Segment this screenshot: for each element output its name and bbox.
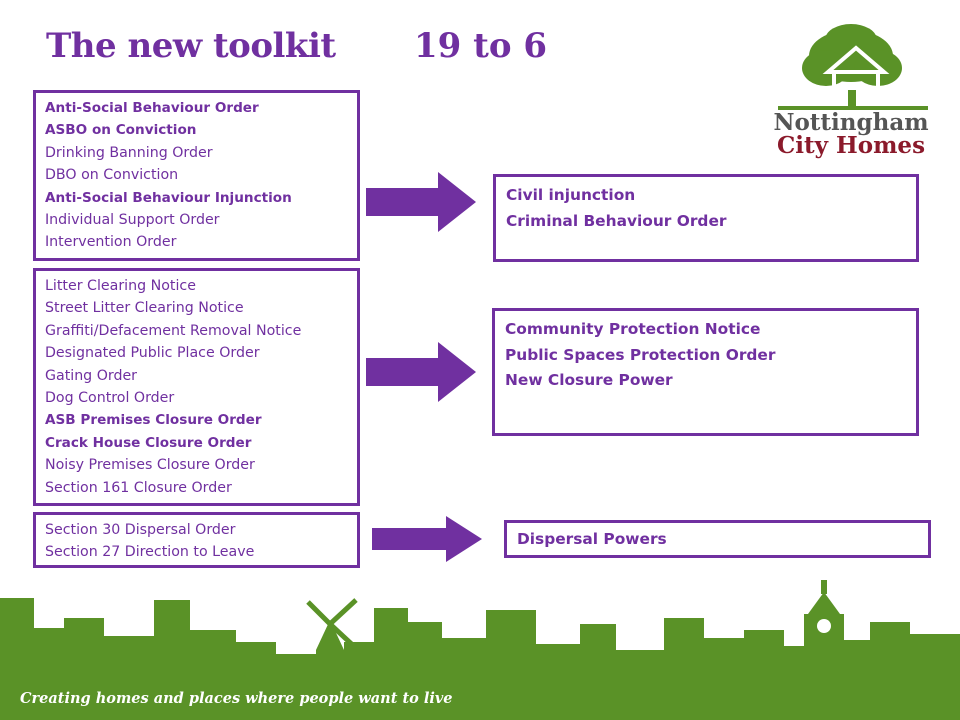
old-power-item: ASB Premises Closure Order bbox=[45, 412, 262, 429]
logo-line-1: Nottingham bbox=[773, 109, 928, 136]
new-power-item: Criminal Behaviour Order bbox=[506, 211, 727, 230]
right-arrow-icon bbox=[372, 516, 482, 562]
right-arrow-icon bbox=[366, 342, 476, 402]
old-power-item: Graffiti/Defacement Removal Notice bbox=[45, 322, 302, 339]
old-power-item: Drinking Banning Order bbox=[45, 144, 213, 161]
new-powers-box-2: Community Protection Notice Public Space… bbox=[492, 308, 919, 436]
old-power-item: Noisy Premises Closure Order bbox=[45, 457, 255, 474]
old-power-item: Gating Order bbox=[45, 367, 138, 384]
old-power-item: Intervention Order bbox=[45, 234, 177, 251]
logo-line-2: City Homes bbox=[777, 132, 925, 159]
old-power-item: Crack House Closure Order bbox=[45, 434, 252, 451]
new-powers-box-3: Dispersal Powers bbox=[504, 520, 931, 558]
old-power-item: DBO on Conviction bbox=[45, 167, 179, 184]
windmill-icon bbox=[306, 598, 360, 652]
old-powers-box-2: Litter Clearing Notice Street Litter Cle… bbox=[33, 268, 360, 506]
new-power-item: Dispersal Powers bbox=[517, 530, 667, 548]
slide-subtitle: 19 to 6 bbox=[414, 26, 548, 66]
old-power-item: Section 27 Direction to Leave bbox=[45, 544, 255, 561]
old-powers-box-1: Anti-Social Behaviour Order ASBO on Conv… bbox=[33, 90, 360, 261]
old-power-item: ASBO on Conviction bbox=[45, 122, 197, 139]
old-power-item: Designated Public Place Order bbox=[45, 345, 260, 362]
old-power-item: Individual Support Order bbox=[45, 212, 220, 229]
tree-house-icon bbox=[778, 24, 928, 110]
footer-bar bbox=[0, 686, 960, 720]
old-power-item: Litter Clearing Notice bbox=[45, 278, 196, 294]
city-skyline-illustration bbox=[0, 580, 960, 690]
new-power-item: Community Protection Notice bbox=[505, 320, 761, 338]
old-power-item: Street Litter Clearing Notice bbox=[45, 300, 244, 317]
old-power-item: Section 161 Closure Order bbox=[45, 479, 232, 496]
nottingham-city-homes-logo: Nottingham City Homes bbox=[773, 24, 929, 159]
footer-tagline: Creating homes and places where people w… bbox=[20, 690, 453, 707]
old-power-item: Anti-Social Behaviour Order bbox=[45, 100, 259, 116]
slide-title: The new toolkit bbox=[46, 26, 336, 66]
old-power-item: Section 30 Dispersal Order bbox=[45, 522, 236, 538]
new-power-item: Public Spaces Protection Order bbox=[505, 345, 776, 364]
old-powers-box-3: Section 30 Dispersal Order Section 27 Di… bbox=[33, 512, 360, 568]
new-powers-box-1: Civil injunction Criminal Behaviour Orde… bbox=[493, 174, 919, 262]
new-power-item: Civil injunction bbox=[506, 186, 636, 204]
old-power-item: Dog Control Order bbox=[45, 390, 175, 407]
right-arrow-icon bbox=[366, 172, 476, 232]
old-power-item: Anti-Social Behaviour Injunction bbox=[45, 189, 292, 206]
new-power-item: New Closure Power bbox=[505, 371, 673, 390]
